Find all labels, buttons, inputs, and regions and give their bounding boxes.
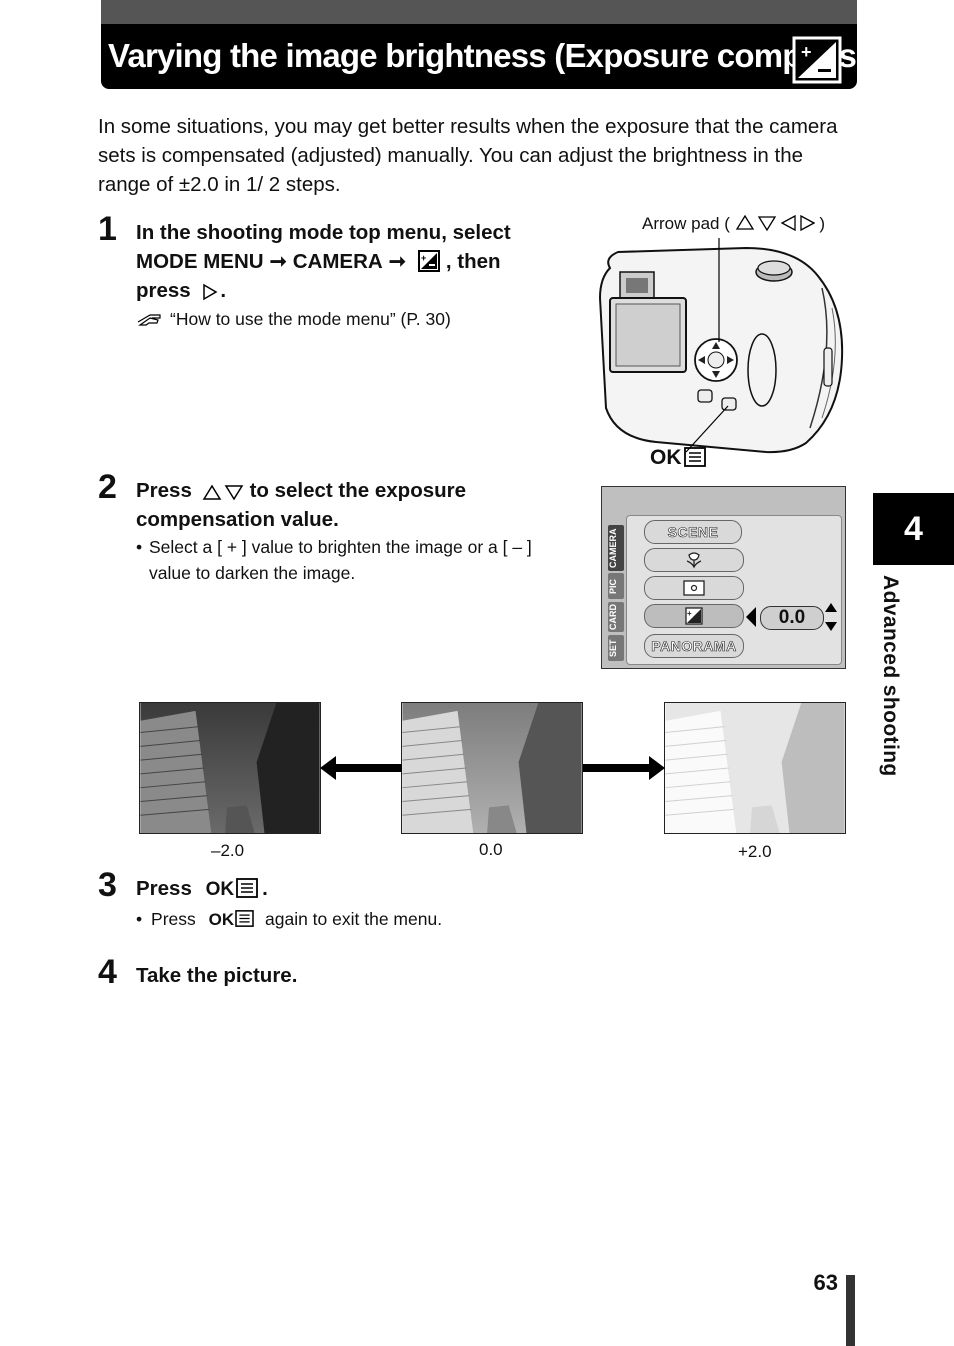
- menu-tab-pic: PIC: [608, 573, 624, 599]
- exposure-compensation-icon: +: [685, 607, 703, 625]
- svg-text:+: +: [801, 42, 812, 62]
- exposure-compensation-icon: +: [417, 250, 440, 272]
- exposure-compensation-icon: +: [792, 36, 842, 84]
- step-1-number: 1: [98, 210, 117, 248]
- arrow-pad-label: Arrow pad (: [642, 214, 730, 233]
- page-number-rule: [846, 1275, 855, 1346]
- step-1-instruction: In the shooting mode top menu, select MO…: [136, 218, 576, 305]
- step-2-bullet-text: Select a [ + ] value to brighten the ima…: [149, 537, 532, 583]
- svg-text:+: +: [421, 253, 426, 263]
- page-number: 63: [813, 1270, 838, 1295]
- photo-minus-2: [139, 702, 321, 834]
- menu-list-icon: [235, 910, 254, 927]
- ok-label: OK: [208, 910, 235, 929]
- menu-item-exposure-compensation: +: [644, 604, 744, 628]
- step-4-instruction: Take the picture.: [136, 964, 298, 987]
- svg-text:+: +: [687, 609, 692, 618]
- ok-label: OK: [205, 879, 235, 900]
- bullet-dot: •: [136, 537, 143, 557]
- menu-item-metering: [644, 576, 744, 600]
- step-1-then: , then: [445, 250, 501, 273]
- arrow-right-icon: ➞: [269, 250, 287, 273]
- step-3-bullet-press: Press: [151, 909, 196, 929]
- chapter-tab: [873, 493, 954, 565]
- menu-tab-card: CARD: [608, 602, 624, 632]
- caption-minus-2: –2.0: [211, 841, 245, 860]
- up-down-arrows-icon: [202, 484, 243, 501]
- step-2-press: Press: [136, 479, 192, 502]
- chapter-label: Advanced shooting: [879, 575, 902, 777]
- step-2-line2: compensation value.: [136, 508, 339, 531]
- intro-paragraph: In some situations, you may get better r…: [98, 115, 838, 196]
- up-down-indicator-icon: [825, 603, 837, 631]
- camera-illustration: [598, 238, 844, 454]
- arrow-right-icon: ➞: [388, 250, 406, 273]
- step-2-bullet: • Select a [ + ] value to brighten the i…: [136, 534, 576, 586]
- step-1-note: “How to use the mode menu” (P. 30): [136, 306, 556, 332]
- camera-menu-screen: CAMERA PIC CARD SET SCENE SELECT + PANOR…: [601, 486, 846, 669]
- chapter-number: 4: [904, 510, 923, 548]
- photo-plus-2: [664, 702, 846, 834]
- step-3-instruction: Press OK.: [136, 874, 268, 904]
- step-2-line1-rest: to select the exposure: [249, 479, 467, 502]
- arrow-right-outline-icon: [203, 283, 218, 301]
- title-banner: [101, 0, 857, 89]
- ok-label: OK: [650, 446, 682, 469]
- menu-item-panorama: PANORAMA: [644, 634, 744, 658]
- page-title: Varying the image brightness (Exposure c…: [108, 37, 942, 74]
- step-1-period: .: [220, 279, 227, 302]
- step-2-number: 2: [98, 468, 117, 506]
- arrow-left-bold-icon: [320, 756, 402, 780]
- step-3-press: Press: [136, 877, 192, 900]
- step-3-bullet-rest: again to exit the menu.: [265, 909, 443, 929]
- pointing-hand-icon: [137, 314, 161, 326]
- caption-plus-2: +2.0: [738, 842, 772, 861]
- step-1-press: press: [136, 279, 191, 302]
- arrow-pad-close: ): [819, 214, 826, 233]
- macro-flower-icon: [686, 552, 702, 569]
- menu-list-icon: [683, 447, 706, 467]
- step-1-line1: In the shooting mode top menu, select: [136, 221, 511, 244]
- step-2-instruction: Press to select the exposure compensatio…: [136, 476, 576, 534]
- menu-item-scene-select: SCENE SELECT: [644, 520, 742, 562]
- step-1-mode-menu: MODE MENU: [136, 250, 264, 273]
- step-1-camera: CAMERA: [292, 250, 383, 273]
- step-3-bullet: • Press OK again to exit the menu.: [136, 906, 442, 933]
- menu-list-icon: [236, 878, 258, 898]
- exposure-value-display: 0.0: [760, 606, 824, 630]
- menu-item-macro: [644, 548, 744, 572]
- arrow-right-bold-icon: [583, 756, 665, 780]
- bullet-dot: •: [136, 909, 143, 929]
- spot-metering-icon: [683, 580, 705, 596]
- menu-tab-set: SET: [608, 635, 624, 661]
- photo-0: [401, 702, 583, 834]
- caption-0: 0.0: [479, 840, 503, 859]
- arrow-pad-icons: [735, 214, 815, 232]
- menu-tab-camera: CAMERA: [608, 525, 624, 571]
- ok-button-callout: OK: [650, 446, 706, 470]
- step-3-period: .: [262, 877, 268, 900]
- step-3-number: 3: [98, 866, 117, 904]
- arrow-pad-callout: Arrow pad ( ): [642, 214, 825, 234]
- step-4-number: 4: [98, 953, 117, 991]
- step-1-note-text: “How to use the mode menu” (P. 30): [170, 309, 451, 329]
- arrow-left-icon: [746, 607, 756, 627]
